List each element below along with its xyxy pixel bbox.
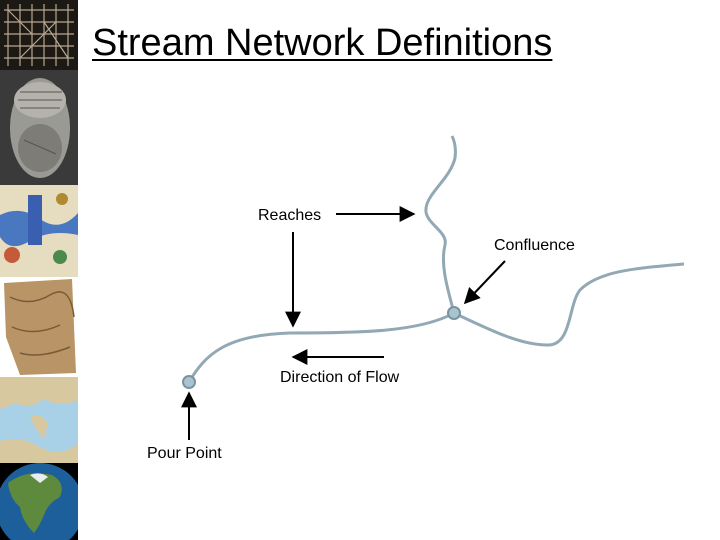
stream-right-tributary bbox=[453, 262, 685, 347]
pour-point-node bbox=[182, 375, 196, 389]
stream-upper-tributary bbox=[424, 135, 457, 314]
sidebar-clay-tablet-thumbnail bbox=[0, 70, 78, 185]
confluence-label: Confluence bbox=[494, 237, 575, 254]
stream-main-reach bbox=[187, 311, 455, 383]
pour-point-label: Pour Point bbox=[147, 445, 222, 462]
slide-title: Stream Network Definitions bbox=[92, 22, 553, 64]
confluence-arrow bbox=[463, 260, 506, 305]
sidebar-mediterranean-map-thumbnail bbox=[0, 377, 78, 463]
sidebar-illustrated-map-thumbnail bbox=[0, 185, 78, 277]
sidebar-north-america-globe-thumbnail bbox=[0, 463, 78, 540]
sidebar-image-strip bbox=[0, 0, 78, 540]
reaches-label: Reaches bbox=[258, 207, 322, 224]
confluence-node bbox=[447, 306, 461, 320]
sidebar-parchment-map-thumbnail bbox=[0, 277, 78, 377]
direction-of-flow-label: Direction of Flow bbox=[280, 369, 400, 386]
sidebar-grid-map-thumbnail bbox=[0, 0, 78, 70]
